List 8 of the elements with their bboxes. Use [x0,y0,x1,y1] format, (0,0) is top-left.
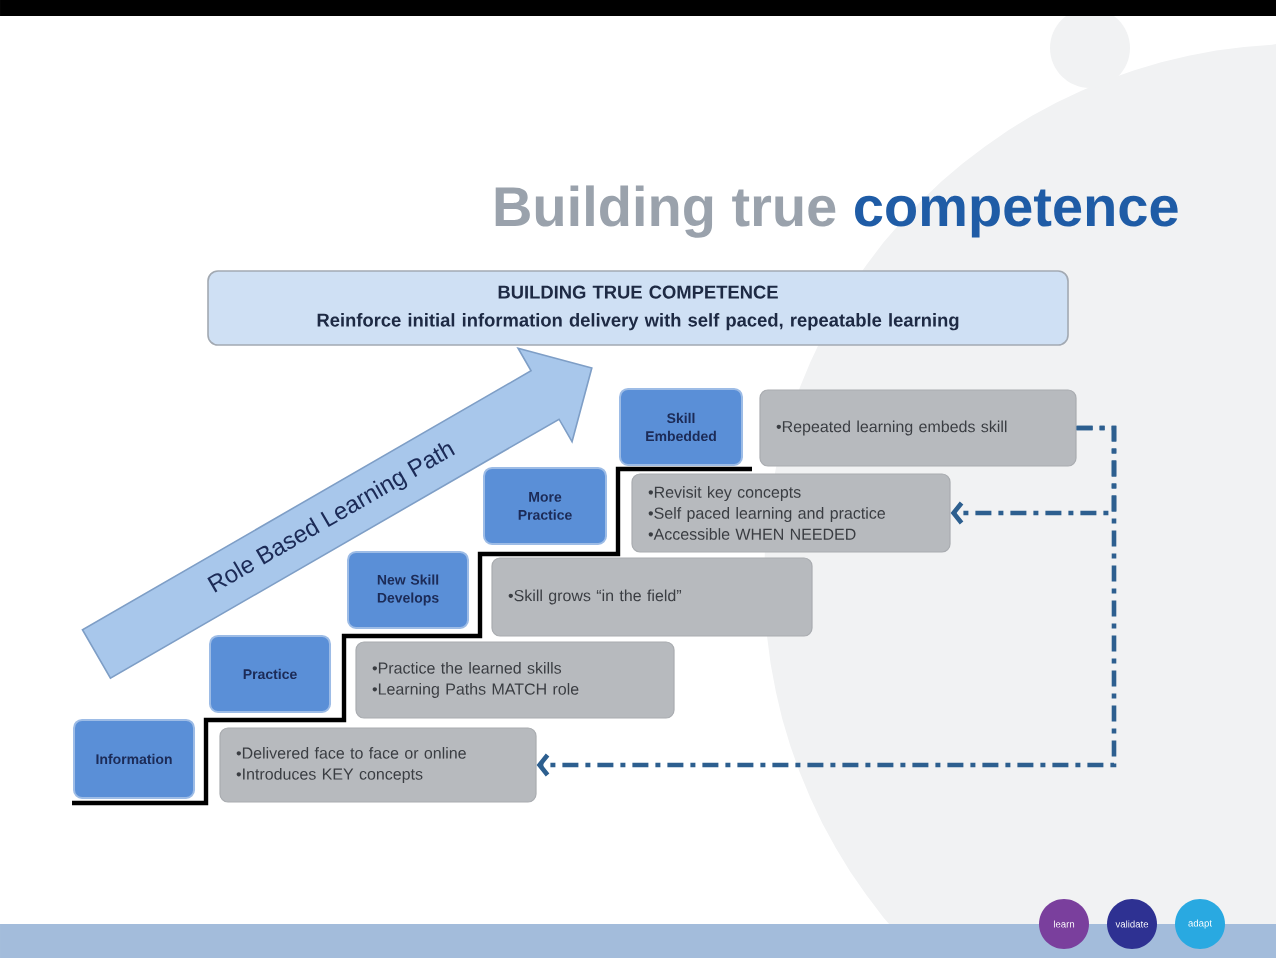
banner-box: BUILDING TRUE COMPETENCE Reinforce initial information delivery with self paced, repeatable learning [207,270,1069,346]
description-box: •Skill grows “in the field” [491,557,813,637]
description-box: •Practice the learned skills •Learning Paths MATCH role [355,641,675,719]
description-box: •Repeated learning embeds skill [759,389,1077,467]
description-box: •Delivered face to face or online •Introduces KEY concepts [219,727,537,803]
slide-title: Building true competence [495,185,1178,238]
dashed-arrow [536,425,1117,777]
description-box: •Revisit key concepts •Self paced learning and practice •Accessible WHEN NEEDED [631,473,951,553]
